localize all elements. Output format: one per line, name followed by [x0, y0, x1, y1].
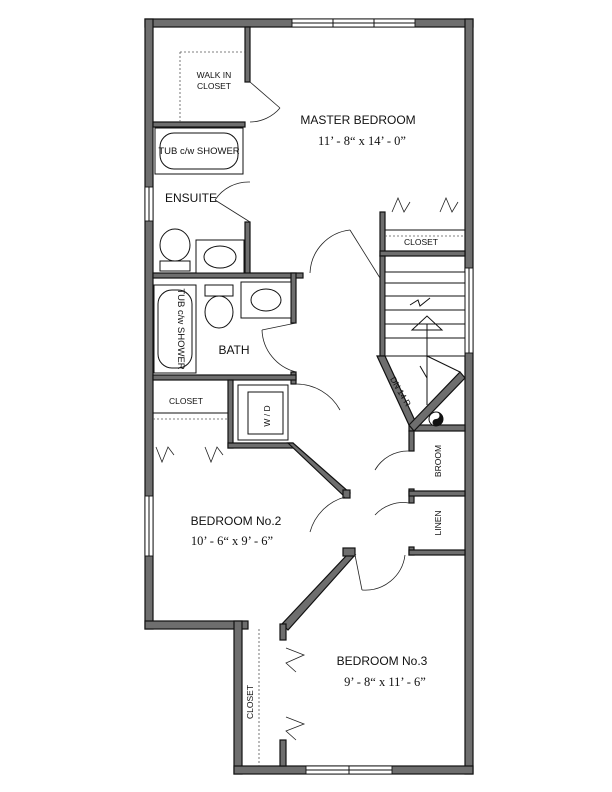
broom-label: BROOM [433, 445, 443, 477]
wd-label: W / D [262, 405, 272, 426]
walkin-shelf [179, 51, 245, 122]
master-bedroom-label: MASTER BEDROOM [300, 113, 415, 127]
windows [144, 18, 474, 775]
bedroom2-dims: 10’ - 6“ x 9’ - 6” [191, 534, 273, 548]
bedroom3-dims: 9’ - 8“ x 11’ - 6” [344, 675, 426, 689]
interior-walls [152, 26, 466, 767]
bed2-closet-label: CLOSET [169, 396, 203, 406]
walkin-closet-label: WALK IN [197, 70, 232, 80]
bedroom2-label: BEDROOM No.2 [191, 514, 282, 528]
bath-tub-label: TUB c/w SHOWER [175, 288, 186, 369]
walkin-closet-label-2: CLOSET [197, 81, 231, 91]
door-swings [155, 81, 459, 741]
master-bedroom-dims: 11’ - 8“ x 14’ - 0” [318, 134, 406, 148]
bed3-closet-label: CLOSET [245, 685, 255, 719]
stairs [384, 271, 466, 405]
linen-label: LINEN [433, 510, 443, 535]
smoke-detector-icon [428, 411, 444, 427]
ensuite-tub-label: TUB c/w SHOWER [158, 146, 239, 157]
master-closet-label: CLOSET [404, 237, 438, 247]
ensuite-label: ENSUITE [165, 191, 217, 205]
bedroom3-label: BEDROOM No.3 [337, 654, 428, 668]
fixtures [153, 127, 292, 441]
bath-label: BATH [218, 343, 249, 357]
